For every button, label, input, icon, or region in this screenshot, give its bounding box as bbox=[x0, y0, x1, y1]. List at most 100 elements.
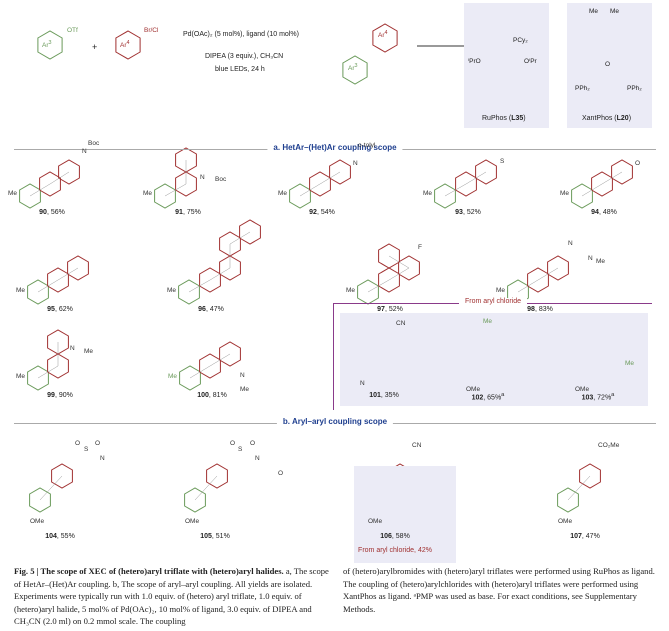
substituent-label: OMe bbox=[368, 518, 383, 525]
bond bbox=[189, 365, 211, 379]
bond bbox=[537, 267, 559, 281]
substituent-label: Me bbox=[560, 190, 570, 197]
opri-group: OⁱPr bbox=[524, 58, 537, 65]
substituent-label: Me bbox=[8, 190, 18, 197]
bond bbox=[388, 255, 410, 269]
compound-note: From aryl chloride, 42% bbox=[358, 547, 432, 554]
substituent-label: O bbox=[635, 160, 641, 167]
footnote-marker: a bbox=[611, 392, 615, 398]
substituent-label: N bbox=[588, 255, 593, 262]
compound-105-label: 105, 51% bbox=[200, 533, 230, 540]
ring bbox=[29, 487, 51, 513]
substituent-label: O bbox=[230, 440, 236, 447]
substituent-label: Boc bbox=[215, 176, 227, 183]
aryl-chloride-heading: From aryl chloride bbox=[458, 298, 528, 305]
compound-95-label: 95, 62% bbox=[47, 306, 73, 313]
ring bbox=[67, 255, 89, 281]
section-b-title: b. Aryl–aryl coupling scope bbox=[276, 417, 394, 426]
compound-yield: 52% bbox=[388, 306, 403, 313]
substituent-label: N bbox=[70, 345, 75, 352]
bond bbox=[39, 475, 63, 501]
ring bbox=[372, 23, 398, 53]
bond bbox=[194, 475, 218, 501]
bond bbox=[567, 475, 591, 501]
ring bbox=[219, 341, 241, 367]
compound-number: 100 bbox=[197, 392, 209, 399]
substituent-label: CO₂Me bbox=[598, 442, 620, 449]
reactant1-label: Ar3 bbox=[42, 40, 52, 50]
aryl-chloride-box bbox=[340, 313, 648, 406]
compound-yield: 90% bbox=[58, 392, 73, 399]
compound-yield: 65% bbox=[487, 394, 502, 402]
ring bbox=[475, 159, 497, 185]
substituent-label: O bbox=[278, 470, 284, 477]
compound-yield: 54% bbox=[320, 209, 335, 216]
caption-right: of (hetero)arylbromides with (hetero)ary… bbox=[343, 566, 655, 614]
substituent-label: N bbox=[360, 380, 365, 387]
bond bbox=[188, 279, 211, 293]
ring bbox=[175, 171, 197, 197]
substituent-label: O bbox=[250, 440, 256, 447]
bond bbox=[29, 183, 51, 197]
substituent-label: Me bbox=[240, 386, 250, 393]
bond bbox=[229, 231, 251, 245]
substituent-label: N bbox=[568, 240, 573, 247]
ring bbox=[239, 219, 261, 245]
bond bbox=[209, 353, 231, 367]
bond bbox=[299, 183, 321, 197]
compound-number: 91 bbox=[175, 209, 183, 216]
substituent-label: Me bbox=[167, 287, 177, 294]
pcy2-group: PCy₂ bbox=[513, 37, 528, 44]
compound-number: 97 bbox=[377, 306, 385, 313]
compound-97-label: 97, 52% bbox=[377, 306, 403, 313]
compound-number: 104 bbox=[45, 533, 57, 540]
substituent-label: S bbox=[238, 446, 243, 453]
caption-title: Fig. 5 | The scope of XEC of (hetero)ary… bbox=[14, 566, 284, 576]
compound-102-label: 102, 65%a bbox=[471, 392, 505, 402]
substituent-label: OMe bbox=[558, 518, 573, 525]
ring bbox=[39, 171, 61, 197]
product-ar4: Ar4 bbox=[378, 30, 388, 40]
footnote-marker: a bbox=[501, 392, 505, 398]
compound-93-label: 93, 52% bbox=[455, 209, 481, 216]
compound-number: 105 bbox=[200, 533, 212, 540]
bond bbox=[517, 279, 539, 293]
compound-96-label: 96, 47% bbox=[198, 306, 224, 313]
conditions-line-1: Pd(OAc)₂ (5 mol%), ligand (10 mol%) bbox=[183, 31, 299, 38]
reactant1-group: OTf bbox=[67, 27, 78, 34]
substituent-label: O bbox=[95, 440, 101, 447]
bond bbox=[49, 171, 70, 185]
bond bbox=[581, 183, 603, 197]
compound-yield: 55% bbox=[60, 533, 75, 540]
substituent-label: o-tolyl bbox=[358, 142, 376, 149]
compound-91-label: 91, 75% bbox=[175, 209, 201, 216]
me-group: Me bbox=[610, 8, 620, 15]
ipro-group: ⁱPrO bbox=[468, 58, 481, 65]
bond bbox=[601, 171, 623, 185]
substituent-label: Me bbox=[496, 287, 506, 294]
compound-94-label: 94, 48% bbox=[591, 209, 617, 216]
compound-number: 95 bbox=[47, 306, 55, 313]
substituent-label: OMe bbox=[30, 518, 45, 525]
substituent-label: Me bbox=[16, 287, 26, 294]
ruphos-box: PCy₂ ⁱPrO OⁱPr RuPhos (L35) bbox=[464, 3, 549, 128]
substituent-label: Me bbox=[278, 190, 288, 197]
substituent-label: OMe bbox=[185, 518, 200, 525]
section-a-divider: a. HetAr–(Het)Ar coupling scope bbox=[14, 143, 656, 152]
plus-sign: + bbox=[92, 42, 98, 52]
ring bbox=[342, 55, 368, 85]
bond bbox=[465, 171, 487, 185]
substituent-label: Me bbox=[84, 348, 94, 355]
compound-yield: 56% bbox=[50, 209, 65, 216]
bond bbox=[209, 267, 231, 281]
compound-yield: 75% bbox=[186, 209, 201, 216]
substituent-label: Me bbox=[168, 373, 178, 380]
ring bbox=[611, 159, 633, 185]
substituent-label: CN bbox=[412, 442, 422, 449]
ring bbox=[51, 463, 73, 489]
ruphos-label: RuPhos (L35) bbox=[482, 115, 526, 122]
ring bbox=[329, 159, 351, 185]
compound-yield: 72% bbox=[597, 394, 612, 402]
compound-number: 102 bbox=[471, 394, 484, 402]
